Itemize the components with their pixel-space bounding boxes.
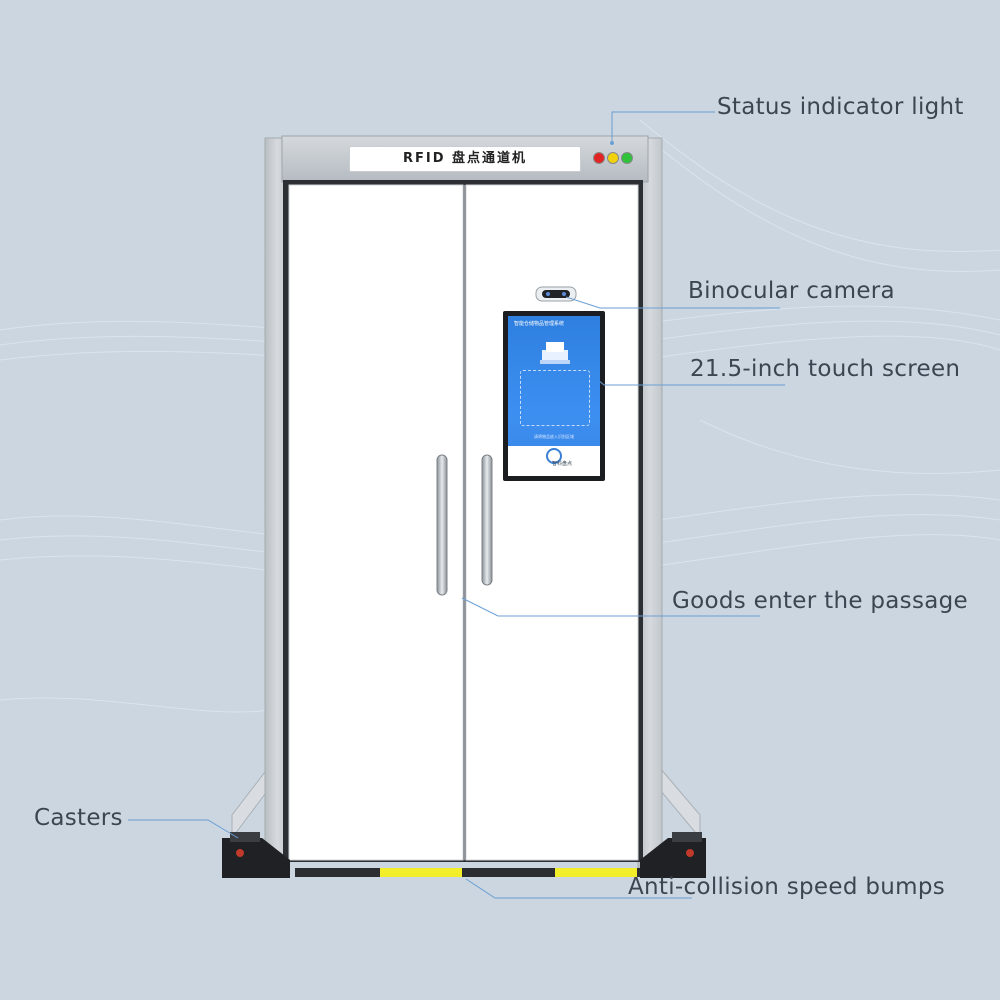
touch-screen-display[interactable]: 智能仓储物品管理系统 请将物品放入识别区域 智科盘点 [508, 316, 600, 476]
machine-header-label: RFID 盘点通道机 [349, 146, 581, 172]
casters-leader [128, 819, 239, 839]
screen-brand: 智科盘点 [552, 461, 573, 467]
goods-leader [461, 597, 760, 617]
binocular-camera [535, 286, 577, 302]
callout-binocular-camera: Binocular camera [688, 278, 895, 304]
screen-title: 智能仓储物品管理系统 [514, 321, 565, 327]
screen-footer [508, 446, 600, 476]
callout-status-indicator-light: Status indicator light [717, 94, 964, 120]
left-door [288, 184, 464, 861]
status-light-yellow [607, 152, 619, 164]
callout-casters: Casters [34, 805, 123, 831]
callout-anti-collision-bumps: Anti-collision speed bumps [628, 874, 945, 900]
right-support-strut [659, 766, 701, 840]
scan-area-box [520, 370, 590, 426]
left-door-handle [436, 454, 448, 596]
callout-goods-enter-passage: Goods enter the passage [672, 588, 968, 614]
bumps-leader [465, 878, 692, 899]
status-light-green [621, 152, 633, 164]
screen-hint: 请将物品放入识别区域 [534, 434, 574, 439]
right-caster-base [640, 832, 706, 878]
left-caster-base [222, 832, 290, 878]
camera-leader [565, 296, 780, 309]
brand-logo-icon [546, 448, 562, 464]
callout-touch-screen: 21.5-inch touch screen [690, 356, 961, 382]
right-door-handle [481, 454, 493, 586]
scanner-icon [540, 342, 570, 364]
status-light-red [593, 152, 605, 164]
left-support-strut [231, 766, 269, 840]
anti-collision-bumps [295, 868, 640, 877]
status-light-leader [611, 111, 715, 143]
